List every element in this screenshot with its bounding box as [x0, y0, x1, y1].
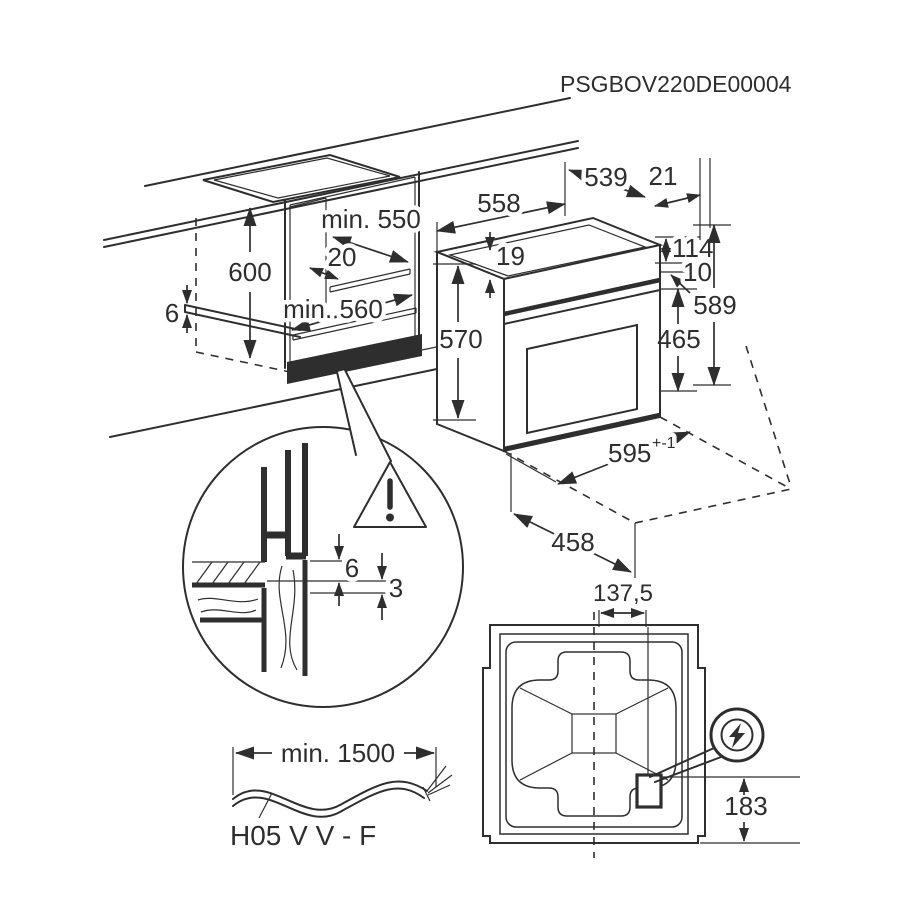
dim-plinth-depth: 458 — [551, 527, 594, 557]
drawing-code-title: PSGBOV220DE00004 — [560, 71, 792, 97]
oven-isometric-drawing: 570 558 539 21 19 114 10 589 465 — [433, 157, 737, 578]
warning-triangle-icon — [353, 461, 427, 528]
dim-depth-with-door: 558 — [477, 188, 520, 218]
dim-connector-offset-y: 183 — [724, 791, 767, 821]
dim-cabinet-height: 600 — [228, 257, 271, 287]
dim-front-gap: 6 — [345, 553, 359, 583]
dim-top-recess: 19 — [496, 241, 525, 271]
dim-total-height: 589 — [693, 290, 736, 320]
dim-body-height: 570 — [439, 324, 482, 354]
dim-connector-offset-x: 137,5 — [593, 580, 653, 607]
dim-cable-length: min. 1500 — [281, 738, 395, 768]
dim-width: 595 — [608, 438, 651, 468]
rear-panel-drawing: 137,5 183 — [482, 580, 800, 858]
control-panel-edge — [503, 277, 661, 317]
dim-door-height: 465 — [657, 324, 700, 354]
dim-depth-body: 539 — [584, 162, 627, 192]
dim-width-tolerance: +-1 — [652, 435, 676, 452]
pressed-back-panel — [511, 651, 677, 817]
electric-connection-icon — [649, 707, 765, 783]
dim-niche-width: min. 560 — [283, 294, 383, 324]
dim-niche-depth: min. 550 — [321, 204, 421, 234]
cabinet-niche-drawing: 600 6 min. 550 20 min. 560 — [103, 97, 579, 438]
floor-projection — [503, 345, 792, 524]
dim-rear-gap: 3 — [389, 573, 403, 603]
dim-door-thickness: 21 — [649, 161, 678, 191]
dim-rail-inset: 20 — [328, 242, 357, 272]
oven-door-window — [526, 323, 638, 435]
plinth-strip — [287, 334, 422, 384]
dim-shelf-gap: 6 — [165, 298, 179, 328]
cable-type-label: H05 V V - F — [230, 820, 376, 851]
lightning-bolt-icon — [729, 723, 745, 748]
dim-gap-below-panel: 10 — [683, 257, 712, 287]
power-cable-drawing: min. 1500 H05 V V - F — [230, 738, 453, 851]
installation-detail-drawing: 6 3 — [182, 369, 464, 708]
mains-connection-box — [635, 773, 663, 809]
cable-wire-ends — [426, 765, 453, 796]
